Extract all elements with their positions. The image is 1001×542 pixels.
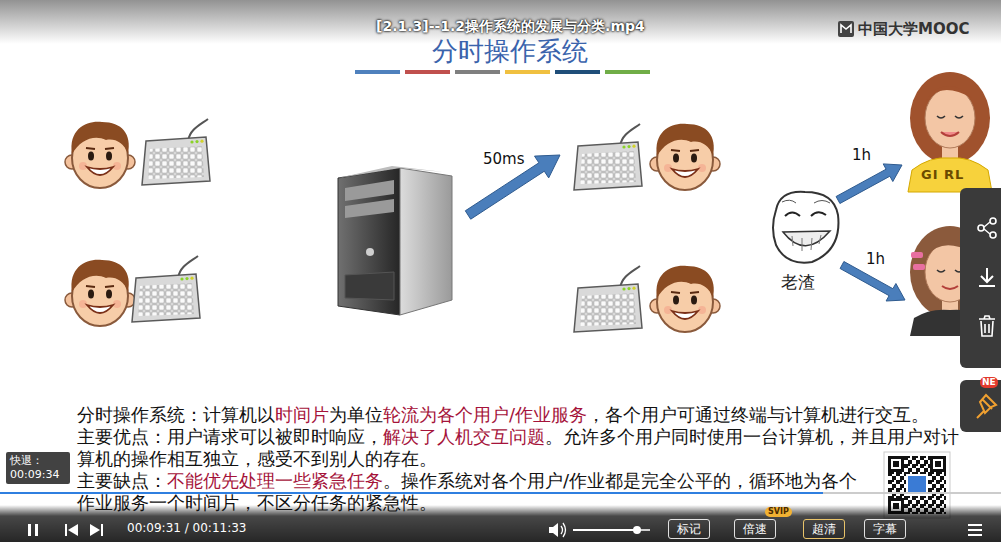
node-text: NE [982, 377, 996, 388]
text-run: 解决了人机交互问题 [383, 426, 545, 447]
node-text: 超清 [812, 521, 836, 537]
control-button: 倍速 [734, 519, 776, 539]
tooltip: 快退：00:09:34 [6, 452, 70, 484]
paragraph: 分时操作系统：计算机以时间片为单位轮流为各个用户/作业服务，各个用户可通过终端与… [77, 404, 962, 426]
computer-tower [338, 166, 452, 315]
badge: SVIP [765, 507, 792, 517]
badge: NE [980, 377, 998, 388]
paragraph: 主要缺点：不能优先处理一些紧急任务。操作系统对各个用户/作业都是完全公平的，循环… [77, 470, 867, 514]
delay-label: 50ms [483, 150, 525, 168]
user-face [65, 122, 135, 188]
node-text: 字幕 [873, 521, 897, 537]
control-button: 标记 [668, 519, 710, 539]
text-run: 轮流为各个用户/作业服务 [383, 404, 587, 425]
shirt-text: GI RL [921, 167, 964, 182]
time-display: 00:09:31 / 00:11:33 [127, 521, 246, 535]
text-run: 主要优点：用户请求可以被即时响应， [77, 426, 383, 447]
node-text: 标记 [677, 521, 701, 537]
control-button: 超清 [803, 519, 845, 539]
user-face [650, 266, 720, 332]
user-face [650, 124, 720, 190]
user-face [65, 260, 135, 326]
node-text: 快退：00:09:34 [10, 454, 66, 482]
arrow [836, 164, 902, 204]
text-run: 分时操作系统：计算机以 [77, 404, 275, 425]
girl-figure [908, 72, 992, 192]
text-run: 时间片 [275, 404, 329, 425]
video-title: [2.1.3]--1.2操作系统的发展与分类.mp4 [376, 18, 645, 36]
slide-title: 分时操作系统 [432, 34, 588, 69]
troll-face [773, 192, 838, 263]
keyboard [132, 256, 200, 322]
node-text: SVIP [768, 507, 789, 517]
control-button: 字幕 [864, 519, 906, 539]
keyboard [574, 124, 642, 190]
logo-text: 中国大学MOOC [858, 20, 969, 39]
text-run: 主要缺点： [77, 470, 167, 491]
duration-label: 1h [852, 146, 871, 164]
side-panel [960, 188, 1001, 432]
paragraph: 主要优点：用户请求可以被即时响应，解决了人机交互问题。允许多个用户同时使用一台计… [77, 426, 962, 470]
text-run: ，各个用户可通过终端与计算机进行交互。 [587, 404, 929, 425]
duration-label: 1h [866, 250, 885, 268]
keyboard [142, 119, 210, 185]
text-run: 不能优先处理一些紧急任务 [167, 470, 383, 491]
title-bars [355, 70, 650, 74]
logo-icon [838, 21, 854, 37]
node-text: 倍速 [743, 521, 767, 537]
text-run: 为单位 [329, 404, 383, 425]
person-label: 老渣 [781, 271, 815, 294]
keyboard [574, 266, 642, 332]
